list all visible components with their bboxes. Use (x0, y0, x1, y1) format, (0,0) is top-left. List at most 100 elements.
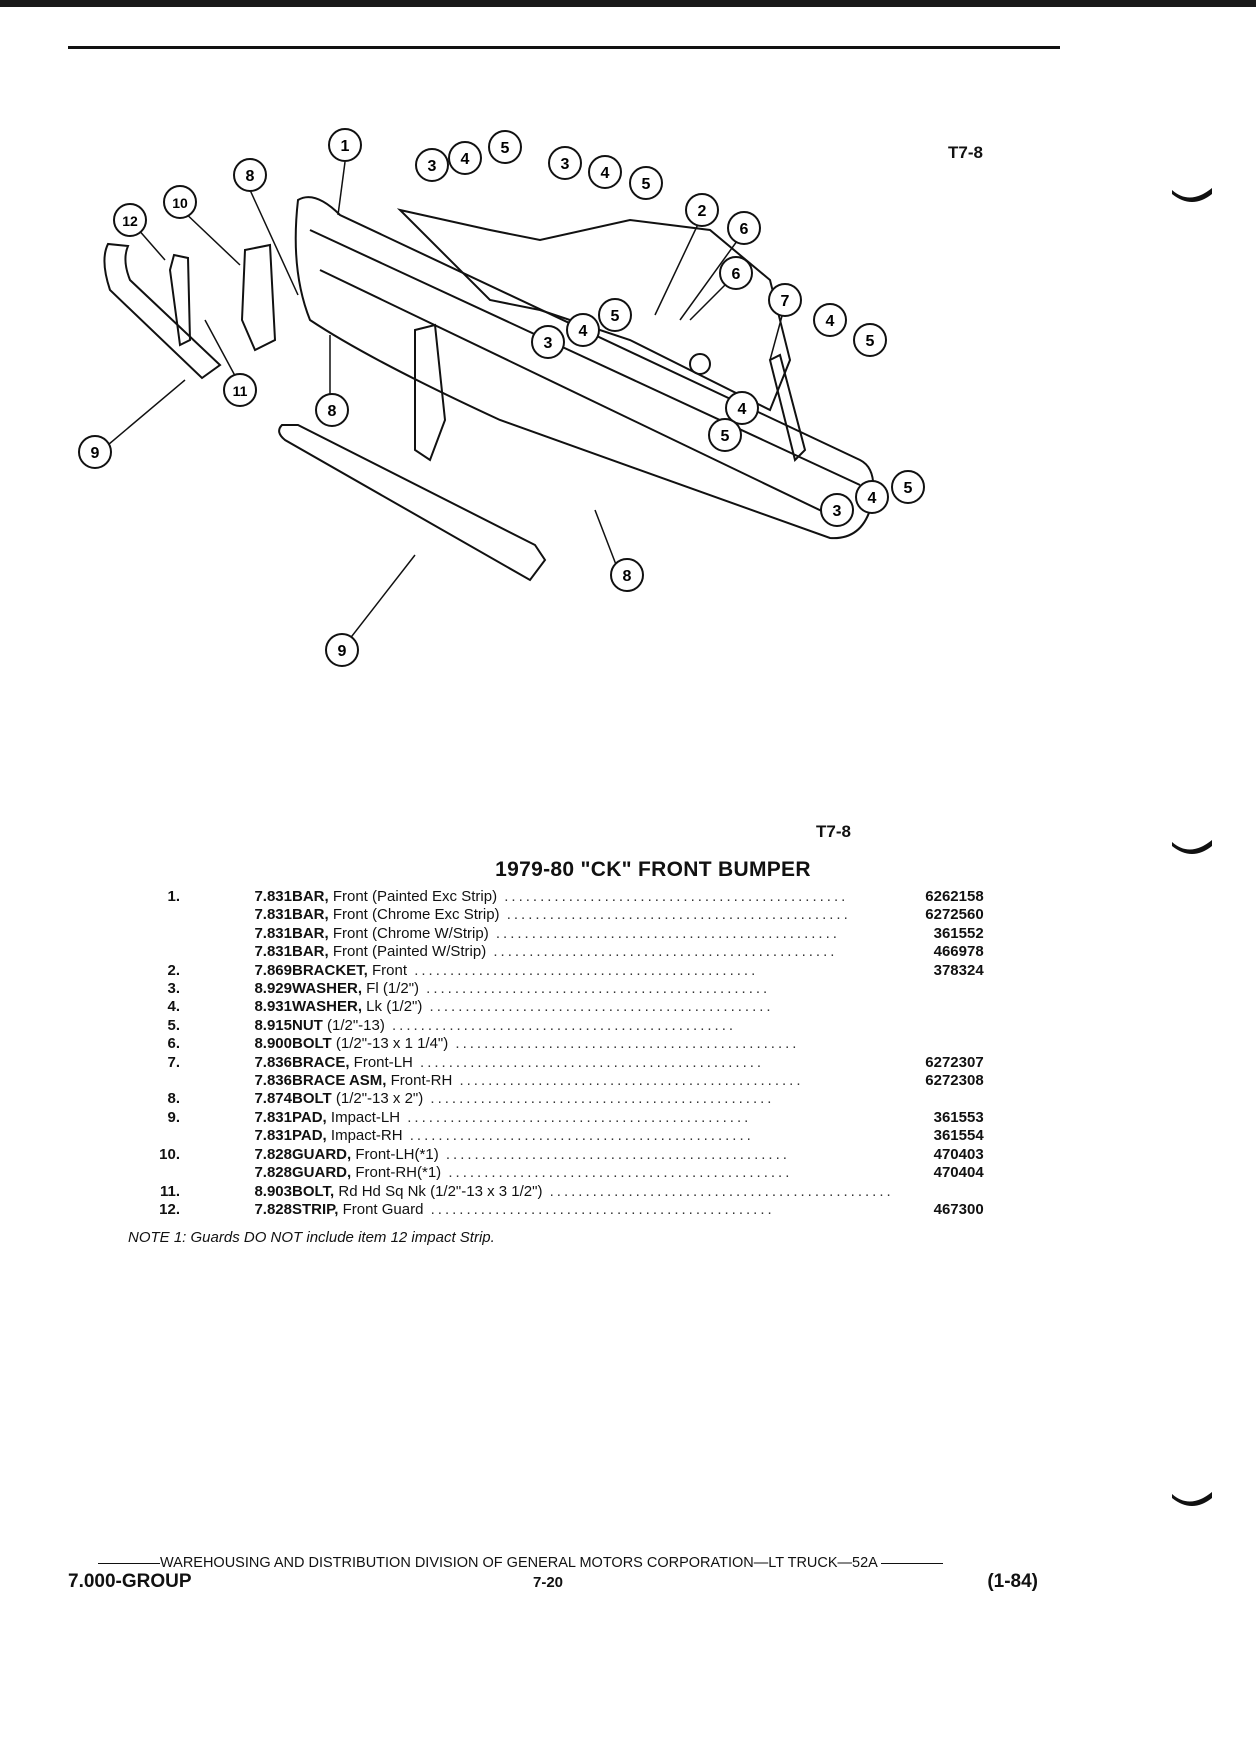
part-number (894, 1035, 984, 1053)
part-name: GUARD, (292, 1145, 352, 1163)
item-number: 10. (159, 1145, 180, 1163)
group-number: 7.831 (254, 888, 292, 905)
part-description: BOLT (1/2"-13 x 1 1/4") ................… (292, 1035, 894, 1053)
part-number: 378324 (933, 961, 984, 979)
group-number: 8.903 (254, 1182, 292, 1200)
part-description: GUARD, Front-LH(*1) ....................… (292, 1146, 894, 1164)
dot-leader: ........................................… (486, 943, 838, 961)
item-number: 7. (167, 1053, 180, 1071)
part-spec: (1/2"-13 x 2") (331, 1090, 424, 1108)
bumper-lower-edge (319, 269, 831, 516)
item-number: 1. (167, 888, 180, 905)
guard-front-lh (168, 253, 192, 347)
part-number: 470404 (933, 1164, 984, 1182)
page-title: 1979-80 "CK" FRONT BUMPER (495, 858, 811, 881)
item-number: 2. (167, 961, 180, 979)
part-description: STRIP, Front Guard .....................… (292, 1201, 894, 1219)
group-number: 8.931 (254, 998, 292, 1016)
dot-leader: ........................................… (400, 1108, 752, 1126)
part-spec: Front (Painted W/Strip) (328, 943, 487, 961)
item-number: 6. (167, 1035, 180, 1053)
part-number (894, 1090, 984, 1108)
impact-pad (278, 424, 547, 582)
callout-7: 7 (768, 283, 802, 317)
group-number: 7.828 (254, 1164, 292, 1182)
svg-text:2: 2 (698, 203, 707, 220)
svg-text:4: 4 (579, 323, 588, 340)
dot-leader: ........................................… (438, 1145, 790, 1163)
callout-4c: 4 (813, 303, 847, 337)
dot-leader: ........................................… (441, 1164, 793, 1182)
svg-text:3: 3 (833, 503, 842, 520)
svg-text:8: 8 (328, 403, 337, 420)
part-name: STRIP, (292, 1200, 339, 1218)
svg-text:3: 3 (428, 158, 437, 175)
dot-leader: ........................................… (407, 961, 759, 979)
part-spec: Front-LH (349, 1053, 413, 1071)
part-name: BOLT, (292, 1182, 335, 1200)
footer-dash-left (98, 1562, 160, 1564)
dot-leader: ........................................… (423, 1090, 775, 1108)
part-name: BOLT (292, 1090, 332, 1108)
svg-text:4: 4 (461, 151, 470, 168)
item-number (120, 1164, 180, 1182)
part-description: PAD, Impact-LH .........................… (292, 1109, 894, 1127)
group-number: 7.828 (254, 1200, 292, 1218)
part-number (894, 1183, 984, 1201)
frame-rail (396, 208, 792, 412)
item-number: 4. (167, 998, 180, 1016)
item-number: 3. (167, 980, 180, 998)
part-number: 361552 (933, 924, 984, 942)
group-number: 8.915 (254, 1016, 292, 1034)
group-number: 7.831 (254, 1108, 292, 1126)
footer-dash-right (881, 1562, 944, 1564)
callout-10: 10 (163, 185, 197, 219)
svg-text:8: 8 (246, 168, 255, 185)
svg-text:11: 11 (233, 383, 248, 399)
callout-5d: 5 (598, 298, 632, 332)
group-number: 7.831 (254, 1127, 292, 1145)
part-spec: Rd Hd Sq Nk (1/2"-13 x 3 1/2") (334, 1182, 543, 1200)
callout-markers: 1 8 10 12 11 9 8 9 8 3 4 5 3 4 5 2 6 6 7… (78, 128, 925, 667)
callout-5a: 5 (488, 130, 522, 164)
part-number: 6262158 (925, 888, 984, 905)
part-spec: Front (Painted Exc Strip) (328, 888, 498, 905)
part-description: BAR, Front (Chrome W/Strip) ............… (292, 925, 894, 943)
part-number: 361553 (933, 1108, 984, 1126)
part-spec: Impact-LH (326, 1108, 401, 1126)
svg-text:9: 9 (338, 643, 347, 660)
bumper-bar (294, 196, 875, 540)
part-description: WASHER, Fl (1/2") ......................… (292, 980, 894, 998)
part-description: NUT (1/2"-13) ..........................… (292, 1017, 894, 1035)
part-number: 361554 (933, 1127, 984, 1145)
frame-hole (689, 353, 711, 375)
punch-hole-mark (1172, 188, 1212, 202)
part-name: BAR, (292, 906, 329, 924)
group-number: 7.874 (254, 1090, 292, 1108)
part-description: BAR, Front (Painted W/Strip) ...........… (292, 943, 894, 961)
part-number (894, 1017, 984, 1035)
part-description: BAR, Front (Chrome Exc Strip) ..........… (292, 906, 894, 924)
part-name: BAR, (292, 943, 329, 961)
item-number: 11. (159, 1182, 180, 1200)
figure-ref-top: T7-8 (948, 143, 983, 162)
bumper-drawing (103, 196, 875, 582)
footer-org-text: WAREHOUSING AND DISTRIBUTION DIVISION OF… (160, 1555, 878, 1571)
bumper-crease (309, 229, 861, 486)
svg-text:1: 1 (341, 138, 350, 155)
callout-4b: 4 (588, 155, 622, 189)
part-description: BRACE, Front-LH ........................… (292, 1054, 894, 1072)
part-number (894, 998, 984, 1016)
callout-5f: 5 (891, 470, 925, 504)
item-number (120, 1127, 180, 1145)
callout-4a: 4 (448, 141, 482, 175)
item-number: 9. (167, 1108, 180, 1126)
